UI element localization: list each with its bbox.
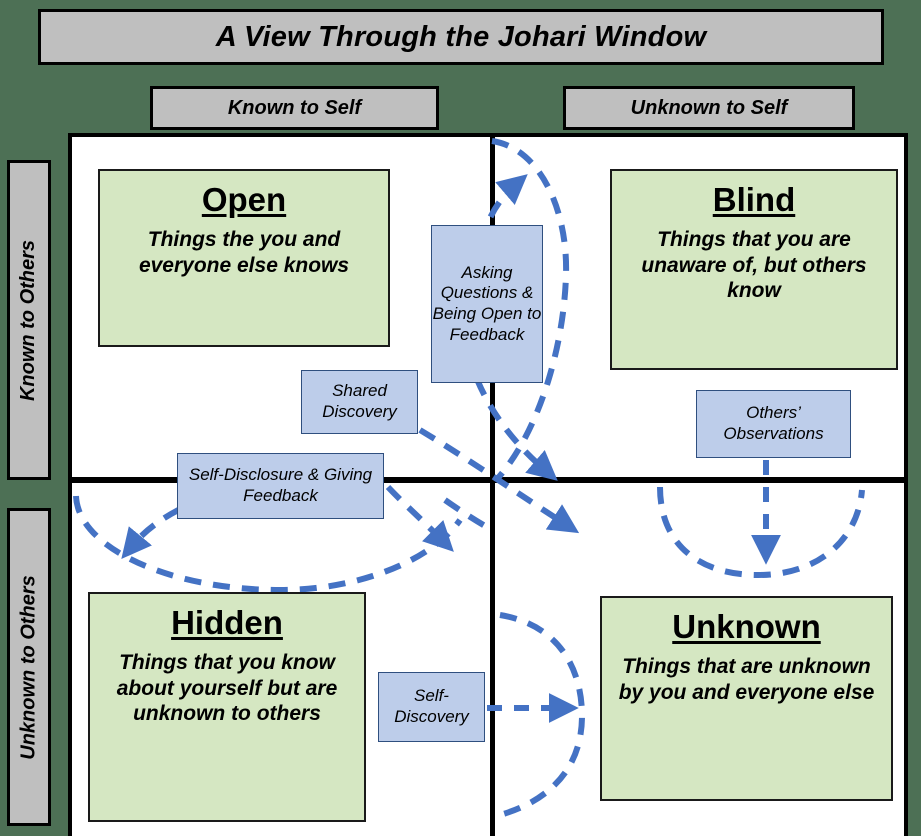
row-header-label: Unknown to Others <box>17 574 40 760</box>
row-header-unknown-to-others: Unknown to Others <box>7 508 51 826</box>
quadrant-title: Open <box>201 181 287 218</box>
column-header-unknown-to-self: Unknown to Self <box>563 86 855 130</box>
column-header-known-to-self: Known to Self <box>150 86 439 130</box>
quadrant-title: Hidden <box>171 604 283 641</box>
quadrant-unknown: Unknown Things that are unknown by you a… <box>600 596 893 801</box>
quadrant-open: Open Things the you and everyone else kn… <box>98 169 390 347</box>
quadrant-description: Things that you are unaware of, but othe… <box>641 227 867 303</box>
column-header-label: Unknown to Self <box>630 96 788 119</box>
callout-asking-questions: Asking Questions & Being Open to Feedbac… <box>431 225 543 383</box>
quadrant-description: Things that are unknown by you and every… <box>618 654 875 704</box>
callout-shared-discovery: Shared Discovery <box>301 370 418 434</box>
callout-self-discovery: Self-Discovery <box>378 672 485 742</box>
callout-others-observations: Others’ Observations <box>696 390 851 458</box>
quadrant-blind: Blind Things that you are unaware of, bu… <box>610 169 898 370</box>
column-header-label: Known to Self <box>227 96 362 119</box>
diagram-title-bar: A View Through the Johari Window <box>38 9 884 65</box>
quadrant-title: Blind <box>712 181 796 218</box>
callout-self-disclosure: Self-Disclosure & Giving Feedback <box>177 453 384 519</box>
row-header-label: Known to Others <box>17 239 40 401</box>
quadrant-description: Things that you know about yourself but … <box>116 650 338 726</box>
row-header-known-to-others: Known to Others <box>7 160 51 480</box>
quadrant-title: Unknown <box>672 608 821 645</box>
quadrant-description: Things the you and everyone else knows <box>138 227 350 277</box>
page-title: A View Through the Johari Window <box>215 20 707 53</box>
quadrant-hidden: Hidden Things that you know about yourse… <box>88 592 366 822</box>
